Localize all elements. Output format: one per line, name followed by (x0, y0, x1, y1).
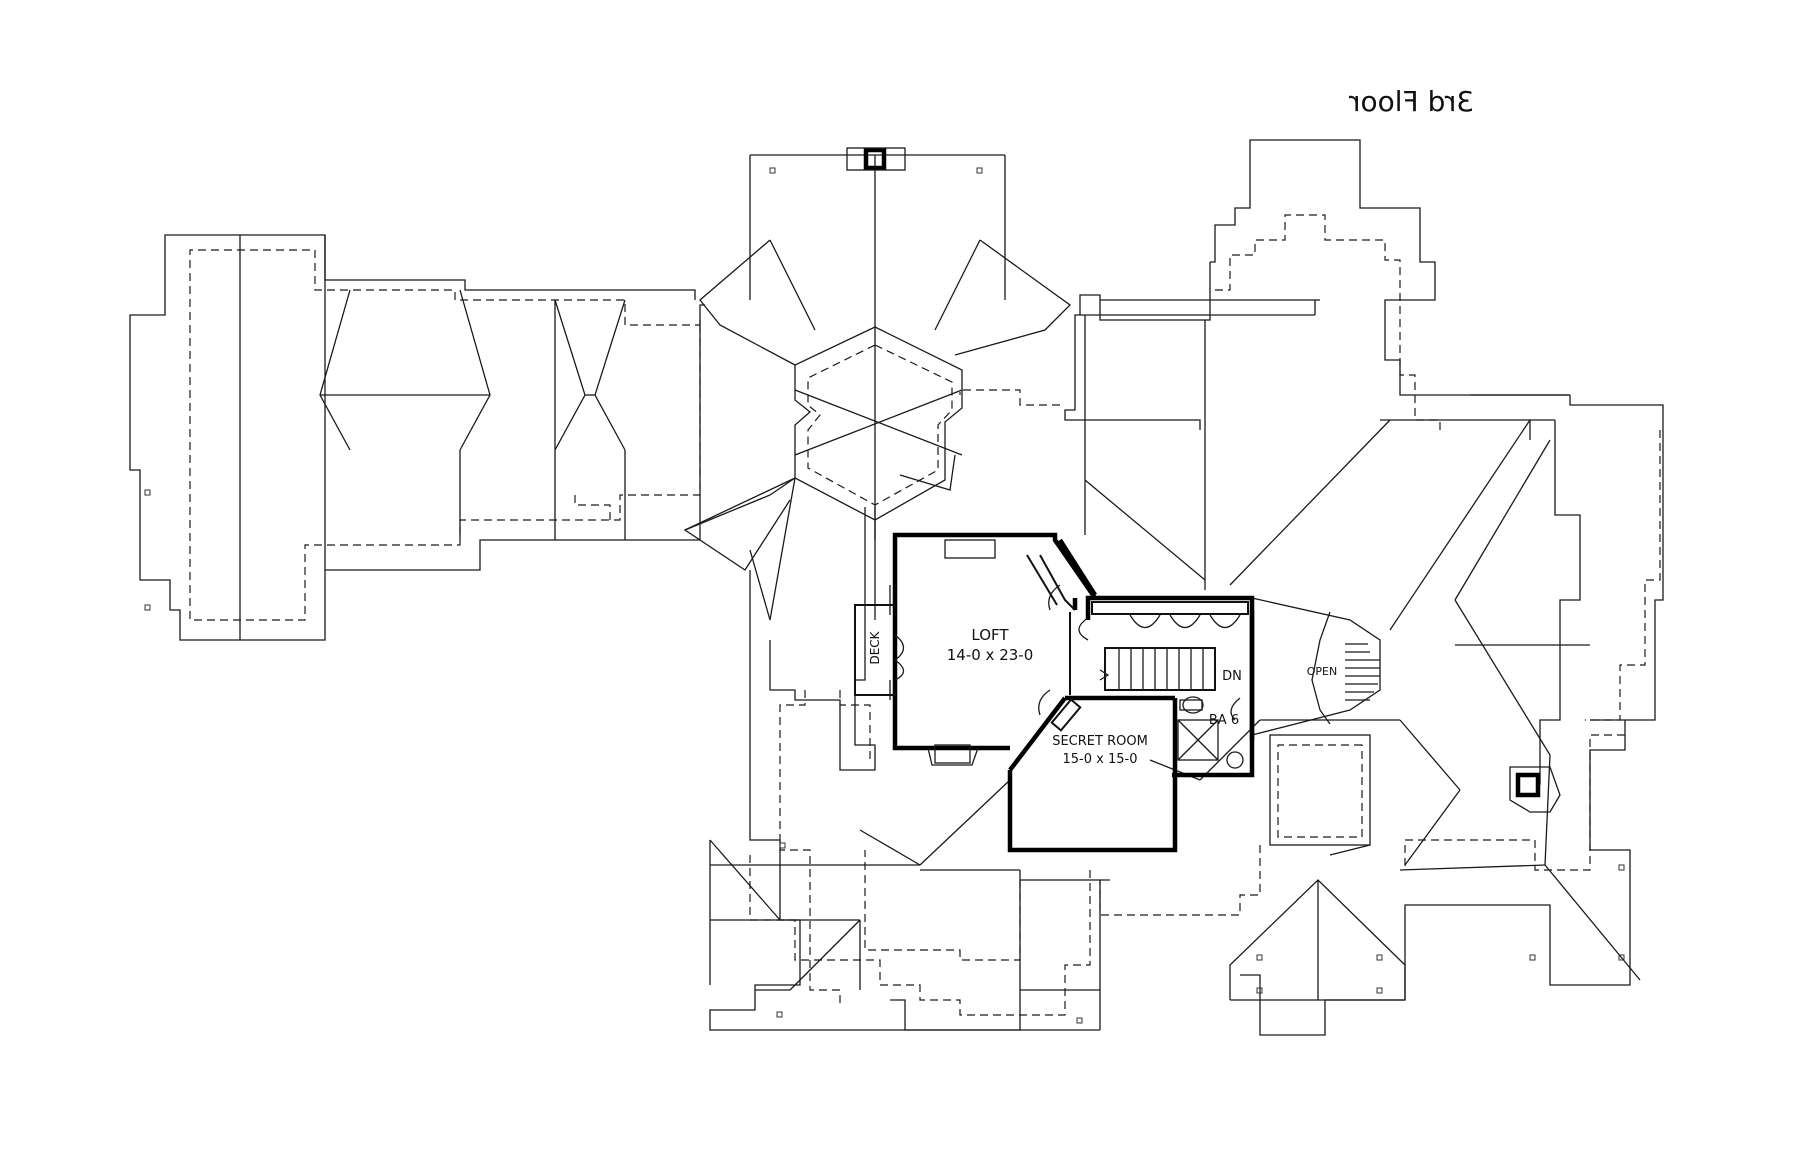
bathroom-fixtures (1177, 696, 1244, 769)
closets (1078, 601, 1249, 641)
bath-label: BA 6 (1209, 713, 1239, 728)
secret-room-name: SECRET ROOM (1052, 734, 1148, 749)
right-roof-wing (129, 234, 705, 641)
deck-label: DECK (868, 630, 882, 664)
deck-outline (854, 604, 905, 696)
upper-walls (892, 532, 1255, 853)
left-roof-dashed (1210, 214, 1661, 871)
stair-run (1069, 612, 1216, 695)
loft-size: 14-0 x 23-0 (947, 646, 1034, 664)
lower-roof-outline (709, 570, 1110, 1031)
open-label: OPEN (1307, 665, 1337, 678)
stairs-label: DN (1222, 669, 1242, 684)
loft-fixtures (889, 539, 1082, 766)
star-roof (683, 147, 1071, 681)
room-labels: LOFT 14-0 x 23-0 SECRET ROOM 15-0 x 15-0… (868, 626, 1337, 767)
secret-room-size: 15-0 x 15-0 (1063, 752, 1138, 767)
lower-roof-dashed (749, 690, 1261, 1016)
front-gable (1229, 879, 1406, 1001)
left-roof-outline (1210, 139, 1664, 1036)
chimney-left (1509, 766, 1561, 813)
loft-name: LOFT (971, 626, 1009, 644)
stair-open-area (1251, 597, 1381, 736)
left-roof-small-box (1269, 734, 1371, 856)
center-roof-outline (749, 154, 1320, 590)
drain-markers (144, 167, 1625, 1024)
left-roof-ridges (1149, 419, 1641, 981)
